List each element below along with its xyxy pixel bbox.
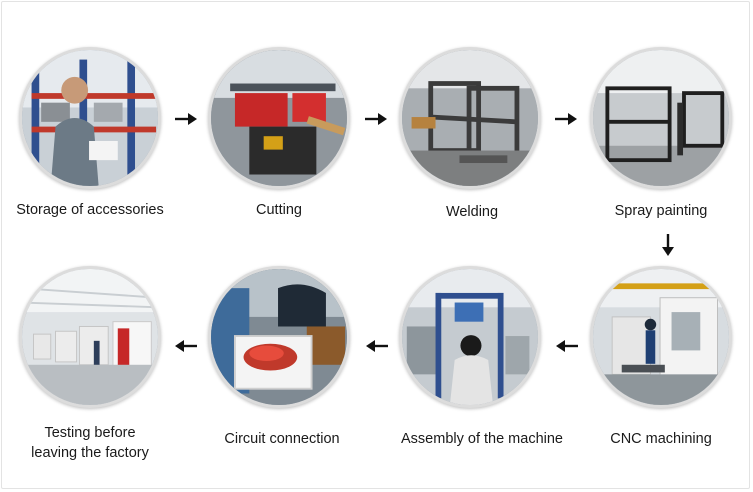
step-label-testing-line-1: Testing before bbox=[44, 425, 136, 441]
arrow-right-icon bbox=[175, 113, 197, 125]
step-label-welding: Welding bbox=[445, 204, 499, 220]
step-label-testing-line-2: leaving the factory bbox=[31, 445, 149, 461]
photo-testing-before-leaving-the-factory bbox=[19, 266, 161, 408]
arrow-right-icon bbox=[365, 113, 387, 125]
step-label-testing: Testing before leaving the factory bbox=[0, 423, 190, 463]
photo-cutting bbox=[208, 47, 350, 189]
step-label-cutting: Cutting bbox=[256, 202, 302, 218]
photo-spray-painting bbox=[590, 47, 732, 189]
step-label-circuit-connection: Circuit connection bbox=[224, 431, 340, 447]
arrow-left-icon bbox=[366, 340, 388, 352]
step-label-storage: Storage of accessories bbox=[16, 202, 164, 218]
step-label-cnc-machining: CNC machining bbox=[610, 431, 712, 447]
arrow-right-icon bbox=[555, 113, 577, 125]
arrow-left-icon bbox=[175, 340, 197, 352]
arrow-down-icon bbox=[662, 234, 674, 256]
photo-assembly-of-the-machine bbox=[399, 266, 541, 408]
step-label-assembly: Assembly of the machine bbox=[401, 431, 563, 447]
photo-welding bbox=[399, 47, 541, 189]
step-label-spray-painting: Spray painting bbox=[614, 203, 708, 219]
photo-circuit-connection bbox=[208, 266, 350, 408]
photo-cnc-machining bbox=[590, 266, 732, 408]
photo-storage-of-accessories bbox=[19, 47, 161, 189]
arrow-left-icon bbox=[556, 340, 578, 352]
